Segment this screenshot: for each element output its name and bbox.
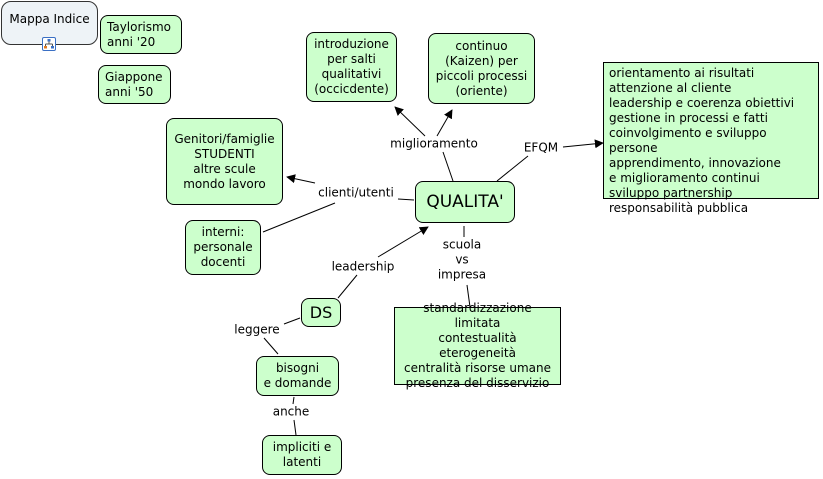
node-scuola-caratteristiche[interactable]: standardizzazione limitata contestualità… xyxy=(394,301,561,390)
node-interni[interactable]: interni: personale docenti xyxy=(185,220,261,275)
node-continuo-label: continuo (Kaizen) per piccoli processi (… xyxy=(435,38,528,98)
node-efqm-criteri[interactable]: orientamento ai risultati attenzione al … xyxy=(603,62,819,215)
node-ds[interactable]: DS xyxy=(301,298,341,327)
node-ds-label: DS xyxy=(309,303,333,322)
node-bisogni[interactable]: bisogni e domande xyxy=(256,356,339,396)
link-label-scuola-vs-impresa: scuola vs impresa xyxy=(437,237,487,283)
nav-node-mappa-indice[interactable]: Mappa Indice xyxy=(1,1,98,45)
line-ds-leadership xyxy=(337,274,358,299)
link-label-clienti-utenti: clienti/utenti xyxy=(318,185,394,201)
line-anche-impliciti xyxy=(293,419,297,436)
link-label-efqm: EFQM xyxy=(523,140,559,156)
arrow-miglioramento-introduzione xyxy=(394,106,426,137)
link-label-leadership: leadership xyxy=(331,259,395,275)
node-giappone-label: Giappone anni '50 xyxy=(105,70,163,99)
node-qualita-label: QUALITA' xyxy=(426,192,504,212)
link-label-miglioramento: miglioramento xyxy=(390,136,478,152)
node-scuola-caratteristiche-label: standardizzazione limitata contestualità… xyxy=(404,301,551,390)
line-qualita-efqm xyxy=(496,155,529,182)
node-bisogni-label: bisogni e domande xyxy=(263,361,332,390)
line-scuola-list xyxy=(466,284,471,308)
link-label-leggere: leggere xyxy=(234,322,280,338)
arrow-leadership-qualita xyxy=(377,226,429,258)
concept-map-icon[interactable] xyxy=(42,37,56,51)
line-qualita-clienti xyxy=(397,198,415,201)
node-introduzione-label: introduzione per salti qualitativi (occi… xyxy=(314,37,389,96)
node-genitori-label: Genitori/famiglie STUDENTI altre scule m… xyxy=(174,131,275,191)
node-taylorismo-label: Taylorismo anni '20 xyxy=(107,20,172,49)
link-label-anche: anche xyxy=(272,404,310,420)
arrow-clienti-genitori xyxy=(286,174,316,184)
node-impliciti-label: impliciti e latenti xyxy=(272,440,332,469)
node-qualita[interactable]: QUALITA' xyxy=(415,181,515,223)
line-clienti-interni xyxy=(262,202,336,233)
line-ds-leggere xyxy=(283,317,301,325)
node-giappone[interactable]: Giappone anni '50 xyxy=(98,65,171,104)
node-continuo[interactable]: continuo (Kaizen) per piccoli processi (… xyxy=(428,33,535,104)
arrow-miglioramento-continuo xyxy=(436,109,453,137)
node-impliciti[interactable]: impliciti e latenti xyxy=(262,435,342,475)
node-genitori[interactable]: Genitori/famiglie STUDENTI altre scule m… xyxy=(166,118,283,205)
line-bisogni-anche xyxy=(292,396,295,405)
node-taylorismo[interactable]: Taylorismo anni '20 xyxy=(100,15,182,54)
line-leggere-bisogni xyxy=(263,337,279,355)
arrow-efqm-list xyxy=(562,139,604,149)
node-efqm-criteri-label: orientamento ai risultati attenzione al … xyxy=(609,66,795,215)
nav-node-label: Mappa Indice xyxy=(9,12,90,26)
node-introduzione[interactable]: introduzione per salti qualitativi (occi… xyxy=(306,32,397,102)
line-qualita-miglioramento xyxy=(442,151,454,182)
node-interni-label: interni: personale docenti xyxy=(193,225,253,269)
